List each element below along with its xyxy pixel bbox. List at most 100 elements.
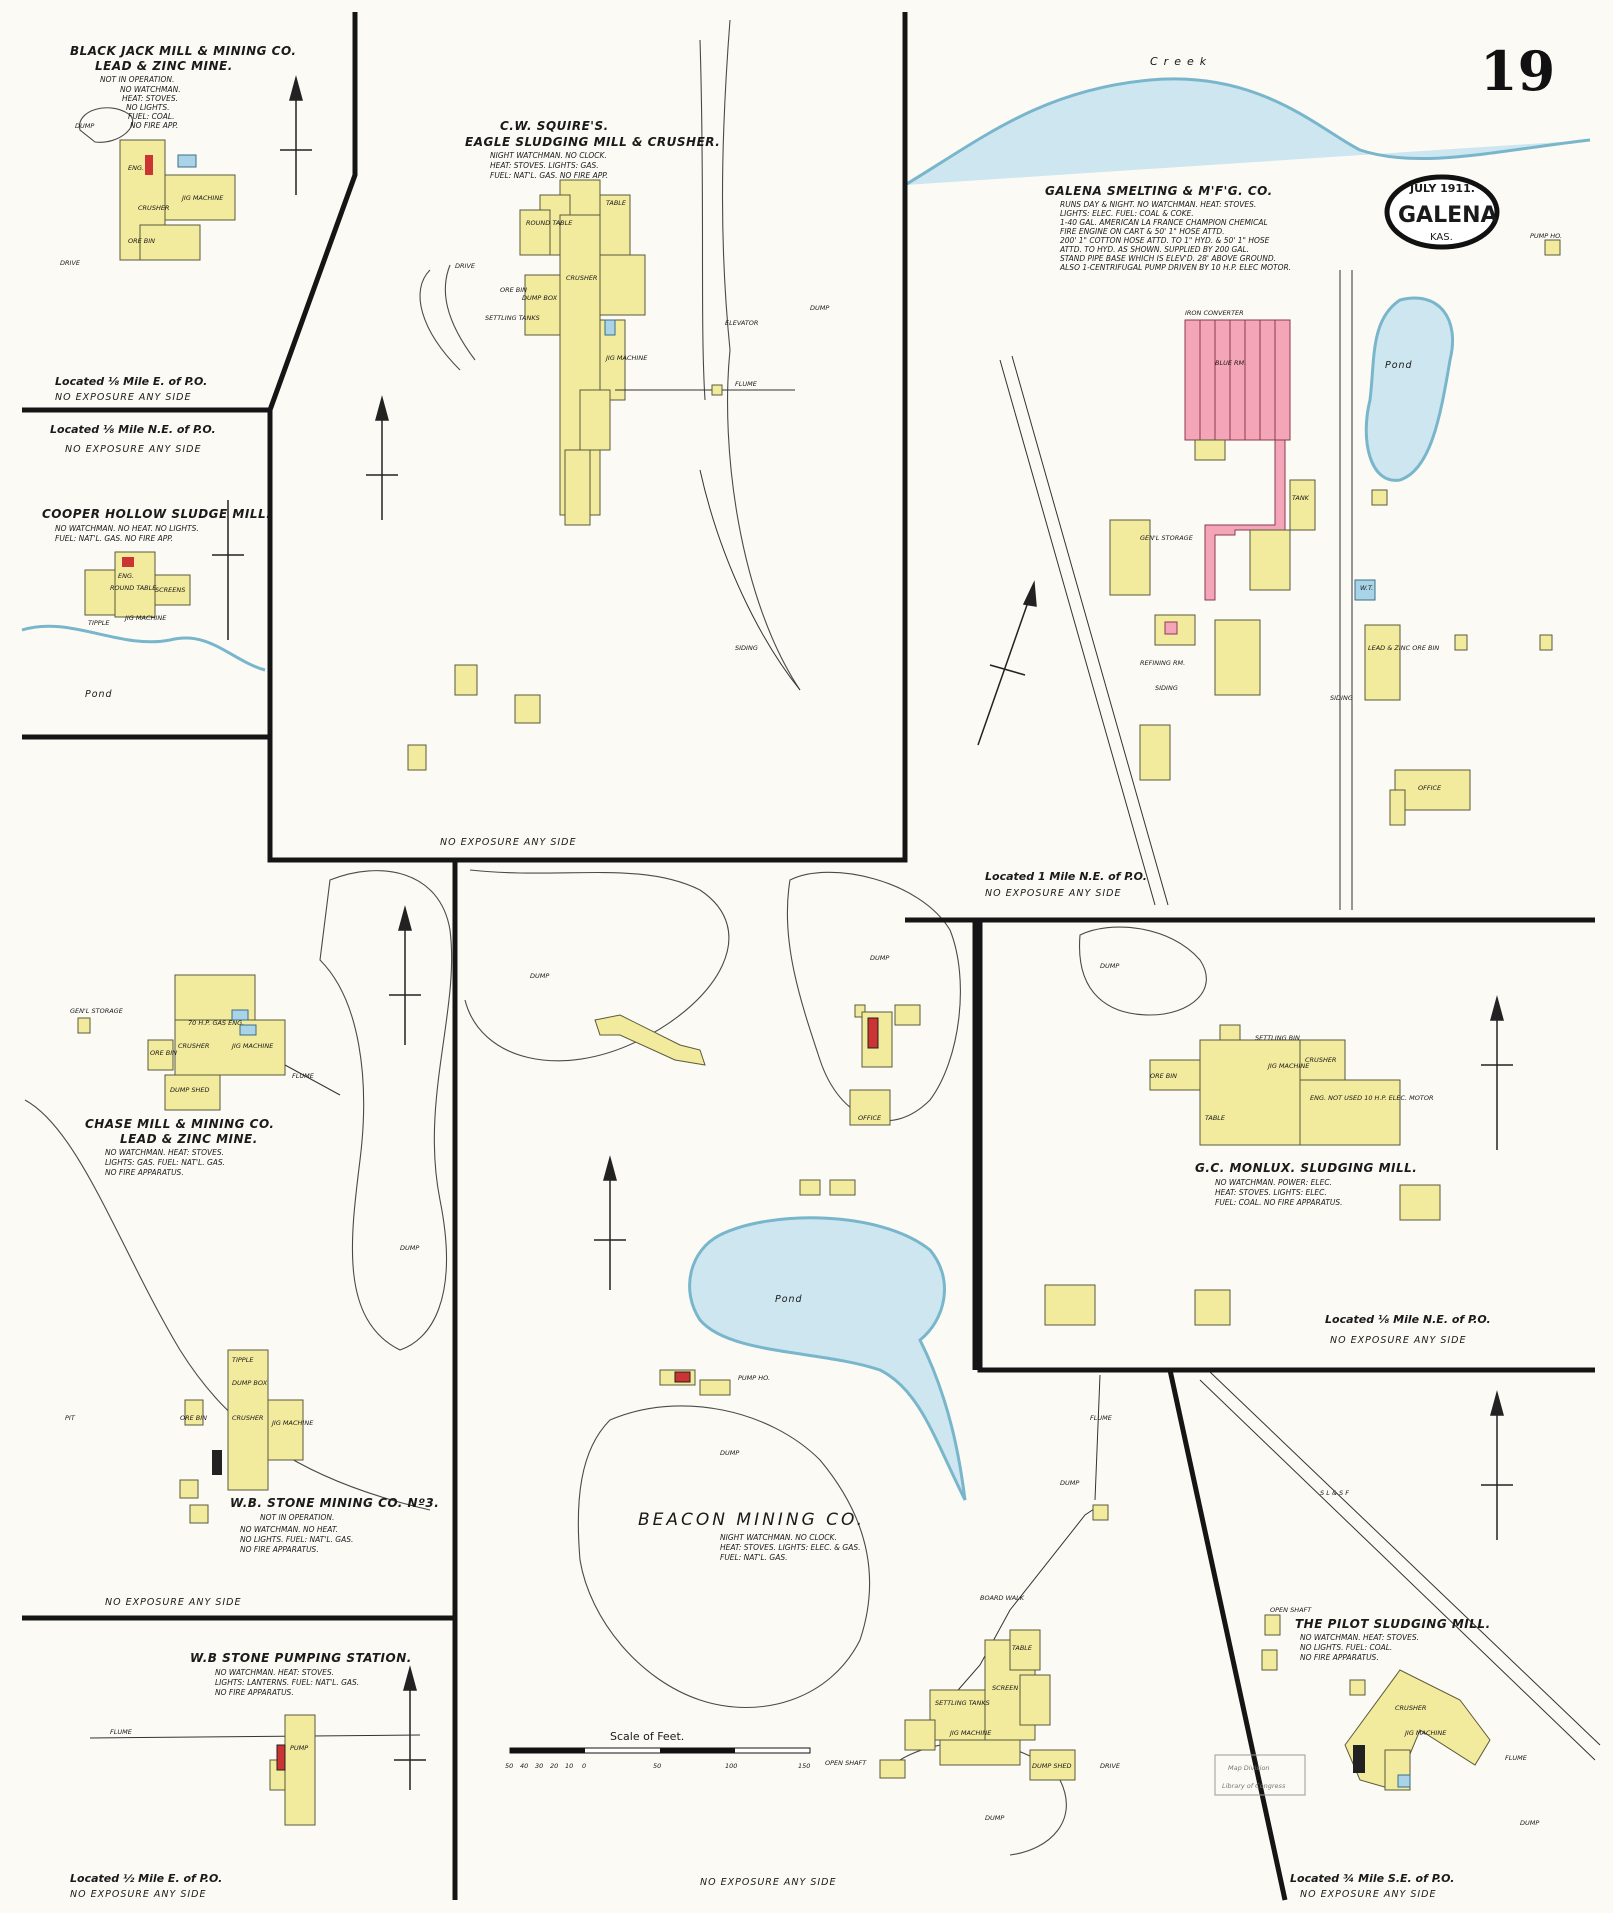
- black-jack-title-1: BLACK JACK MILL & MINING CO.: [70, 44, 296, 58]
- pumping-note-3: NO FIRE APPARATUS.: [215, 1688, 294, 1697]
- beacon-board-walk-label: BOARD WALK: [980, 1594, 1025, 1602]
- black-jack-jig-label: JIG MACHINE: [180, 194, 224, 202]
- beacon-note-3: FUEL: NAT'L. GAS.: [720, 1553, 788, 1562]
- scale-tick-3: 30: [535, 1762, 543, 1770]
- chase-gas-eng-label: 70 H.P. GAS ENG.: [188, 1019, 244, 1027]
- squires-note-3: FUEL: NAT'L. GAS. NO FIRE APP.: [490, 171, 608, 180]
- galena-pond: [1364, 296, 1455, 482]
- galena-blue-rm-label: BLUE RM.: [1215, 359, 1246, 367]
- squires-drive-label: DRIVE: [455, 262, 476, 270]
- scale-tick-6: 0: [582, 1762, 586, 1770]
- pumping-flume-line: [89, 1734, 421, 1739]
- stone3-note-1: NOT IN OPERATION.: [260, 1513, 334, 1522]
- chase-flume-label: FLUME: [292, 1072, 315, 1080]
- chase-dump: [319, 870, 453, 1351]
- galena-ore-bin-label: LEAD & ZINC ORE BIN: [1368, 644, 1439, 652]
- galena-note-1: RUNS DAY & NIGHT. NO WATCHMAN. HEAT: STO…: [1060, 200, 1256, 209]
- sl-sf-railroad: [1199, 1371, 1601, 1761]
- squires-elevator-label: ELEVATOR: [725, 319, 758, 327]
- beacon-dump-label-1: DUMP: [530, 972, 549, 980]
- black-jack-crusher-label: CRUSHER: [138, 204, 169, 212]
- cooper-screens-label: SCREENS: [155, 586, 185, 594]
- beacon-drive-label: DRIVE: [1100, 1762, 1121, 1770]
- scale-tick-1: 50: [505, 1762, 513, 1770]
- stone3-exposure: NO EXPOSURE ANY SIDE: [105, 1597, 242, 1608]
- monlux-crusher-label: CRUSHER: [1305, 1056, 1336, 1064]
- galena-note-3: 1-40 GAL. AMERICAN LA FRANCE CHAMPION CH…: [1060, 218, 1268, 227]
- chase-note-1: NO WATCHMAN. HEAT: STOVES.: [105, 1148, 224, 1157]
- chase-dump-shed-label: DUMP SHED: [170, 1086, 209, 1094]
- galena-wt-label: W.T.: [1360, 584, 1373, 592]
- pilot-exposure: NO EXPOSURE ANY SIDE: [1300, 1889, 1437, 1900]
- scale-tick-7: 50: [653, 1762, 661, 1770]
- squires-note-2: HEAT: STOVES. LIGHTS: GAS.: [490, 161, 599, 170]
- squires-dump: [699, 19, 801, 691]
- black-jack-note-6: NO FIRE APP.: [130, 121, 178, 130]
- stone3-tipple-label: TIPPLE: [232, 1356, 254, 1364]
- galena-siding-label-2: SIDING: [1330, 694, 1353, 702]
- pilot-flume-label: FLUME: [1505, 1754, 1528, 1762]
- creek: [904, 77, 1591, 187]
- library-stamp: [1214, 1754, 1306, 1796]
- pilot-crusher-label: CRUSHER: [1395, 1704, 1426, 1712]
- pumping-located: Located ½ Mile E. of P.O.: [70, 1872, 222, 1885]
- monlux-dump: [1079, 926, 1207, 1016]
- monlux-note-1: NO WATCHMAN. POWER: ELEC.: [1215, 1178, 1332, 1187]
- beacon-dump-east: [786, 871, 961, 1122]
- beacon-note-2: HEAT: STOVES. LIGHTS: ELEC. & GAS.: [720, 1543, 861, 1552]
- chase-crusher-label: CRUSHER: [178, 1042, 209, 1050]
- chase-mill: [77, 974, 286, 1111]
- squires-jig-label: JIG MACHINE: [604, 354, 648, 362]
- squires-dump-box-label: DUMP BOX: [522, 294, 558, 302]
- galena-smelter: [1109, 239, 1561, 826]
- monlux-motor-label: ENG. NOT USED 10 H.P. ELEC. MOTOR: [1310, 1094, 1434, 1102]
- galena-office-label: OFFICE: [1418, 784, 1442, 792]
- beacon-office-label: OFFICE: [858, 1114, 882, 1122]
- town-name: GALENA: [1398, 203, 1498, 228]
- pumping-station: [269, 1714, 316, 1826]
- monlux-settling-label: SETTLING BIN: [1255, 1034, 1300, 1042]
- pilot-note-3: NO FIRE APPARATUS.: [1300, 1653, 1379, 1662]
- state-name: KAS.: [1430, 232, 1453, 243]
- cooper-jig-label: JIG MACHINE: [123, 614, 167, 622]
- squires-flume-label: FLUME: [735, 380, 758, 388]
- beacon-dump-south: [577, 1405, 871, 1709]
- squires-exposure: NO EXPOSURE ANY SIDE: [440, 837, 577, 848]
- pumping-note-2: LIGHTS: LANTERNS. FUEL: NAT'L. GAS.: [215, 1678, 359, 1687]
- town-cartouche: [1384, 174, 1500, 250]
- galena-iron-converter-label: IRON CONVERTER: [1185, 309, 1244, 317]
- pumping-title: W.B STONE PUMPING STATION.: [190, 1651, 412, 1665]
- pumping-exposure: NO EXPOSURE ANY SIDE: [70, 1889, 207, 1900]
- scale-tick-8: 100: [725, 1762, 737, 1770]
- galena-note-5: 200' 1" COTTON HOSE ATTD. TO 1" HYD. & 5…: [1060, 236, 1270, 245]
- pilot-note-1: NO WATCHMAN. HEAT: STOVES.: [1300, 1633, 1419, 1642]
- black-jack-dump: [79, 107, 134, 143]
- squires-ore-bin-label: ORE BIN: [500, 286, 527, 294]
- cooper-located: Located ⅛ Mile N.E. of P.O.: [50, 423, 216, 436]
- pumping-note-1: NO WATCHMAN. HEAT: STOVES.: [215, 1668, 334, 1677]
- beacon-title: BEACON MINING CO.: [638, 1510, 865, 1530]
- black-jack-note-3: HEAT: STOVES.: [122, 94, 178, 103]
- monlux-note-2: HEAT: STOVES. LIGHTS: ELEC.: [1215, 1188, 1327, 1197]
- scale-tick-5: 10: [565, 1762, 573, 1770]
- cooper-pond-label: Pond: [85, 689, 113, 700]
- black-jack-mill: [119, 139, 236, 261]
- beacon-table-label: TABLE: [1012, 1644, 1033, 1652]
- chase-storage-label: GEN'L STORAGE: [70, 1007, 124, 1015]
- north-arrow: [212, 75, 1513, 1790]
- squires-table-label: TABLE: [606, 199, 627, 207]
- galena-title: GALENA SMELTING & M'F'G. CO.: [1045, 184, 1273, 198]
- beacon-open-shaft-label: OPEN SHAFT: [825, 1759, 867, 1767]
- monlux-exposure: NO EXPOSURE ANY SIDE: [1330, 1335, 1467, 1346]
- pilot-title: THE PILOT SLUDGING MILL.: [1295, 1617, 1491, 1631]
- squires-title-2: EAGLE SLUDGING MILL & CRUSHER.: [465, 135, 720, 149]
- squires-dump-label: DUMP: [810, 304, 829, 312]
- beacon-elevator: [1092, 1504, 1109, 1521]
- stone3-note-3: NO LIGHTS. FUEL: NAT'L. GAS.: [240, 1535, 353, 1544]
- black-jack-ore-bin-label: ORE BIN: [128, 237, 155, 245]
- squires-siding-label: SIDING: [735, 644, 758, 652]
- beacon-dump-label-4: DUMP: [1060, 1479, 1079, 1487]
- stone3-note-4: NO FIRE APPARATUS.: [240, 1545, 319, 1554]
- chase-ore-bin-label: ORE BIN: [150, 1049, 177, 1057]
- black-jack-title-2: LEAD & ZINC MINE.: [95, 59, 233, 73]
